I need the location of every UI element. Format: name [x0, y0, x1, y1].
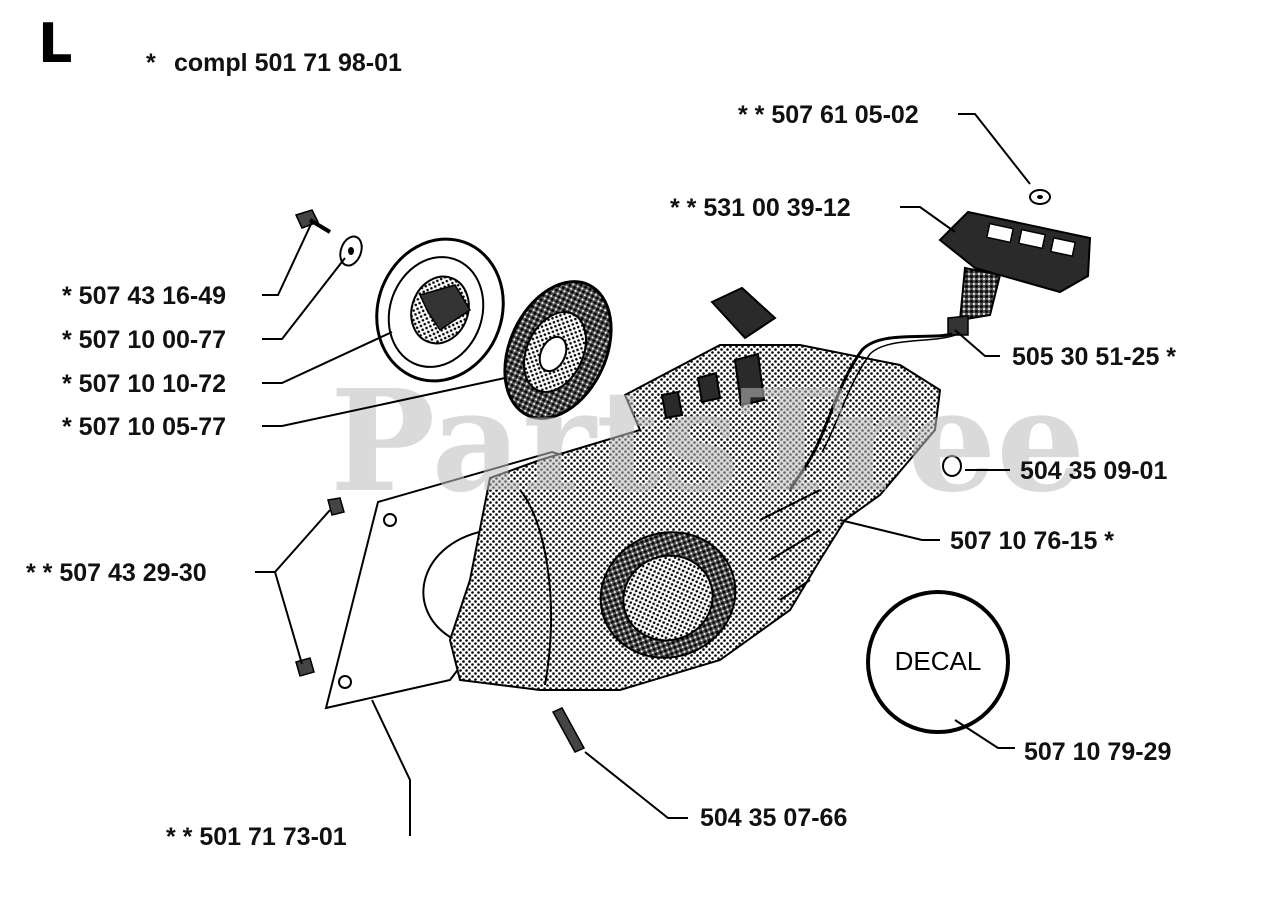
leader-lines [255, 113, 1031, 836]
rope-loop [422, 529, 491, 641]
washer [339, 235, 363, 267]
part-label-p10[interactable]: * * 507 43 29-30 [26, 559, 207, 587]
housing-ribs [759, 489, 821, 601]
part-label-p3[interactable]: * 507 43 16-49 [62, 282, 226, 310]
section-letter: L [38, 12, 72, 75]
vent-2 [696, 371, 722, 404]
housing-nut [942, 455, 962, 477]
part-label-p5[interactable]: * 507 10 10-72 [62, 370, 226, 398]
part-label-p2[interactable]: * * 531 00 39-12 [670, 194, 851, 222]
starter-housing [324, 286, 942, 710]
bottom-bolt [551, 707, 586, 753]
part-label-p7[interactable]: 505 30 51-25 * [1012, 343, 1176, 371]
gasket-hole-top [383, 513, 397, 527]
vent-3 [733, 352, 766, 407]
spring-cassette [503, 280, 613, 420]
decal-circle [866, 590, 1010, 734]
assembly-prefix: * [146, 49, 156, 77]
center-screw [294, 209, 332, 234]
assembly-number[interactable]: compl 501 71 98-01 [174, 49, 402, 77]
vent-1 [660, 390, 684, 420]
housing-edge [519, 489, 552, 686]
cover-screw-bottom [295, 657, 315, 677]
housing-window-inner [622, 554, 714, 642]
part-label-p12[interactable]: 504 35 07-66 [700, 804, 847, 832]
rope-pulley [375, 237, 505, 383]
gasket-hole-bottom [338, 675, 352, 689]
part-label-p13[interactable]: * * 501 71 73-01 [166, 823, 347, 851]
housing-body [448, 344, 942, 691]
part-labels: * * 507 61 05-02 * * 531 00 39-12 * 507 43… [26, 101, 1176, 851]
starter-handle [938, 210, 1092, 336]
starter-rope [788, 332, 953, 491]
part-label-p11[interactable]: 507 10 79-29 [1024, 738, 1171, 766]
part-label-p4[interactable]: * 507 10 00-77 [62, 326, 226, 354]
cover-screw-top [327, 497, 345, 516]
starter-rope-shadow [821, 333, 959, 453]
watermark-text: PartsTree [330, 360, 1085, 524]
housing-tab [710, 286, 777, 340]
part-label-p6[interactable]: * 507 10 05-77 [62, 413, 226, 441]
part-label-p1[interactable]: * * 507 61 05-02 [738, 101, 919, 129]
part-label-p8[interactable]: 504 35 09-01 [1020, 457, 1167, 485]
part-label-p9[interactable]: 507 10 76-15 * [950, 527, 1114, 555]
decal-label: DECAL [895, 646, 982, 676]
